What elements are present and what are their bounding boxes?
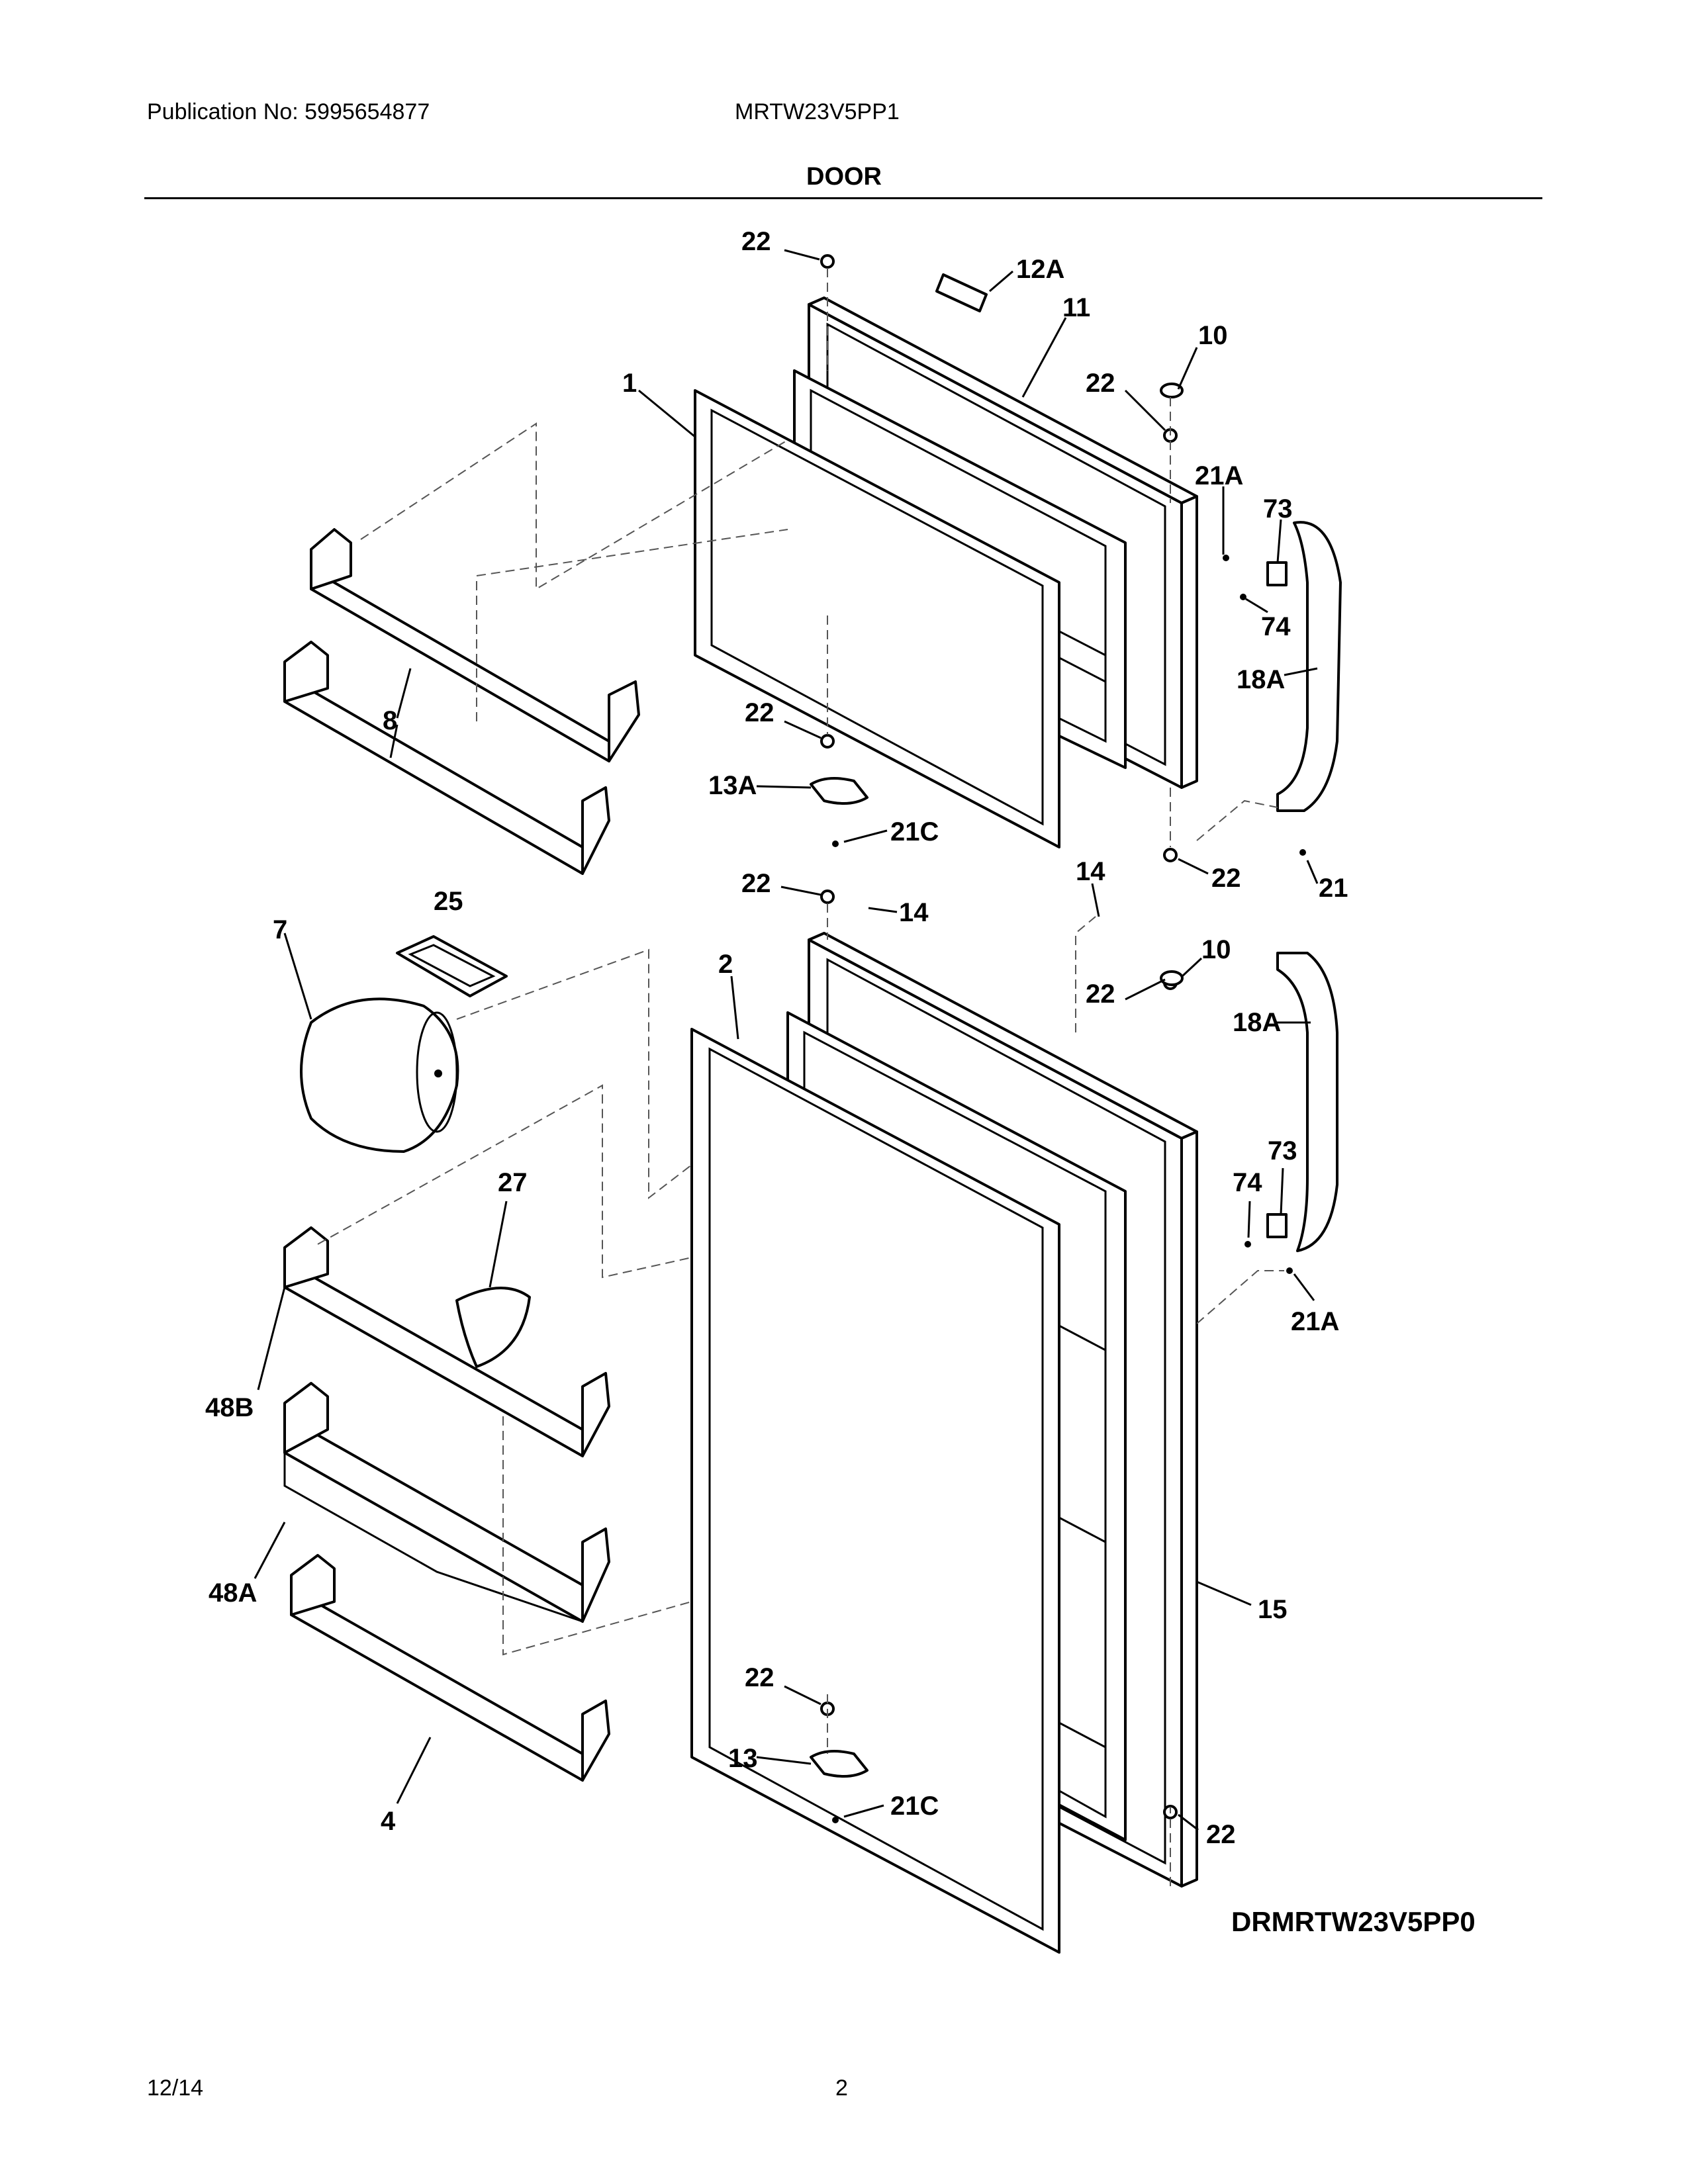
callout-48A: 48A [209,1578,257,1608]
leader-lines [254,249,1319,1831]
control-label [935,273,988,312]
callout-22-mid: 22 [745,698,774,727]
callout-4: 4 [381,1807,396,1836]
callout-21C-bottom: 21C [890,1792,939,1821]
callout-74-bottom: 74 [1233,1168,1262,1197]
publication-number: Publication No: 5995654877 [147,99,430,124]
callout-27: 27 [498,1168,528,1197]
callout-22-bottom-left: 22 [745,1663,774,1692]
callout-15: 15 [1258,1595,1288,1624]
dairy-bin-canister [300,997,459,1153]
callout-74-top: 74 [1261,612,1291,641]
fresh-food-door-bin-upper [283,1226,610,1457]
freezer-door-shelf-lower [283,641,610,875]
fresh-food-door-bin-middle [283,1382,610,1623]
callout-21A-bottom: 21A [1291,1307,1339,1336]
model-number: MRTW23V5PP1 [735,99,900,124]
hinge-plates [810,777,868,1778]
fresh-food-door-bin-lower [290,1554,610,1782]
callout-14-right: 14 [1076,857,1105,886]
freezer-door-handle [1276,521,1342,812]
callout-22-fresh-top: 22 [741,869,771,898]
callout-21A-top: 21A [1195,461,1243,490]
callout-22-fresh-hinge: 22 [1086,979,1115,1009]
callout-7: 7 [273,915,287,944]
callout-21: 21 [1319,874,1348,903]
callout-73-top: 73 [1263,494,1293,523]
footer-date: 12/14 [147,2075,204,2101]
callout-25: 25 [434,887,463,916]
callout-8: 8 [383,706,397,735]
callout-12A: 12A [1016,255,1064,284]
callout-21C-top: 21C [890,817,939,846]
header-rule [144,197,1542,199]
callout-13: 13 [728,1744,758,1773]
callout-22-lower-right: 22 [1211,864,1241,893]
fresh-food-door-handle [1276,952,1338,1252]
callout-11: 11 [1062,293,1090,322]
fresh-food-door-gasket [690,1028,1060,1954]
shelf-retainer-clip [455,1287,531,1368]
callout-18A-bottom: 18A [1233,1008,1281,1037]
page-title: DOOR [806,163,882,191]
callout-13A: 13A [708,771,757,800]
callout-73-bottom: 73 [1268,1136,1297,1165]
callout-22-bottom-right: 22 [1206,1820,1236,1849]
callout-22-hinge-top: 22 [1086,369,1115,398]
callout-1: 1 [622,369,637,398]
callout-48B: 48B [205,1393,254,1422]
freezer-door-gasket [694,389,1060,848]
handle-mount-brackets [1266,561,1288,1238]
assembly-dashed-lines [317,268,1284,1886]
callout-2: 2 [718,950,733,979]
drawing-code: DRMRTW23V5PP0 [1231,1906,1476,1937]
callout-22-top: 22 [741,227,771,256]
callout-10-bottom: 10 [1201,935,1231,964]
freezer-door-shelf-upper [310,528,640,762]
callout-14-left: 14 [899,898,929,927]
callout-10-top: 10 [1198,321,1228,350]
page-number: 2 [835,2075,848,2101]
butter-dish-lid [396,935,508,997]
callout-18A-top: 18A [1237,665,1285,694]
hinge-caps [1160,383,1184,986]
